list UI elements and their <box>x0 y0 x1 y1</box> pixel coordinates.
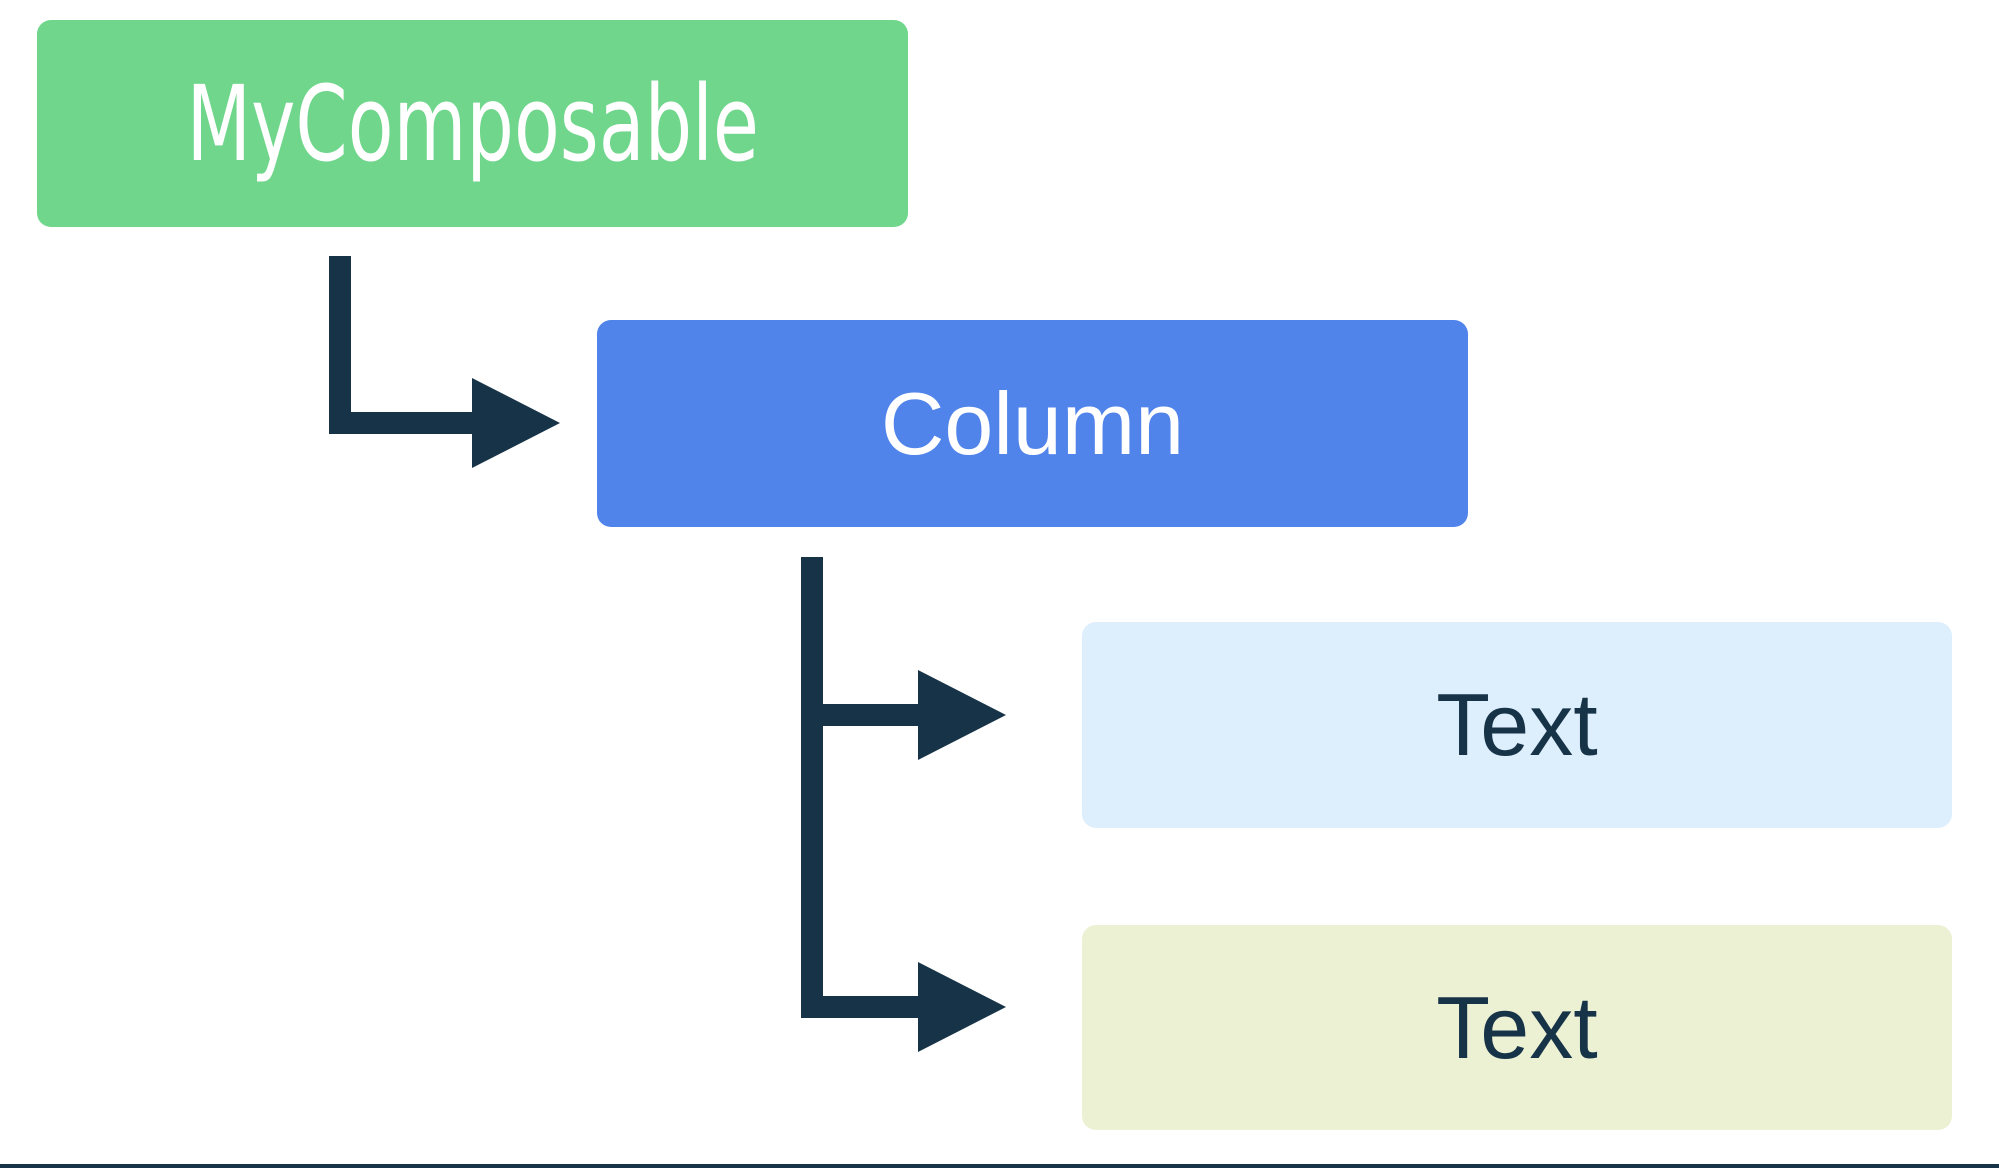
node-my-composable-label: MyComposable <box>186 62 759 185</box>
node-my-composable[interactable]: MyComposable <box>37 20 908 227</box>
node-text-second-label: Text <box>1436 977 1598 1077</box>
arrowhead-icon <box>472 378 560 468</box>
node-text-first[interactable]: Text <box>1082 622 1952 828</box>
edge-column-to-text-2 <box>801 557 1006 1052</box>
edge-column-to-text-1 <box>801 557 1006 760</box>
arrowhead-icon <box>918 670 1006 760</box>
baseline-divider <box>0 1164 1999 1168</box>
node-text-second[interactable]: Text <box>1082 925 1952 1130</box>
node-text-first-label: Text <box>1436 675 1598 774</box>
arrowhead-icon <box>918 962 1006 1052</box>
node-column-label: Column <box>880 373 1185 473</box>
edge-root-to-column <box>329 256 560 468</box>
node-column[interactable]: Column <box>597 320 1468 527</box>
